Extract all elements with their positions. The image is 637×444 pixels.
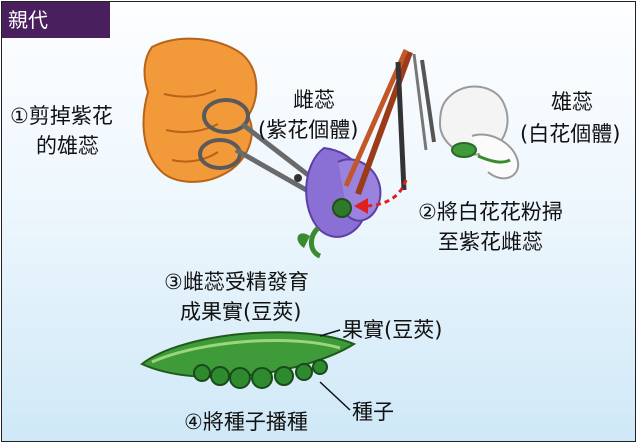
pea-pod-icon <box>142 332 354 388</box>
step2-label-line2: 至紫花雌蕊 <box>438 228 543 256</box>
seed-label: 種子 <box>352 398 394 426</box>
pistil-sub-label: (紫花個體) <box>258 116 358 144</box>
seed-leader-line <box>320 382 350 410</box>
step1-label-line1: ①剪掉紫花 <box>10 102 113 130</box>
step3-label-line1: ③雌蕊受精發育 <box>164 268 309 296</box>
fruit-leader-line <box>320 330 340 336</box>
pistil-title-label: 雌蕊 <box>284 86 344 114</box>
stamen-sub-label: (白花個體) <box>520 120 620 148</box>
step2-label-line1: ②將白花花粉掃 <box>418 198 563 226</box>
white-flower-icon <box>440 87 518 179</box>
step1-label-line2: 的雄蕊 <box>36 132 99 160</box>
stamen-title-label: 雄蕊 <box>542 88 602 116</box>
step3-label-line2: 成果實(豆莢) <box>180 298 301 326</box>
step4-label: ④將種子播種 <box>184 408 308 436</box>
fruit-label: 果實(豆莢) <box>342 316 442 344</box>
